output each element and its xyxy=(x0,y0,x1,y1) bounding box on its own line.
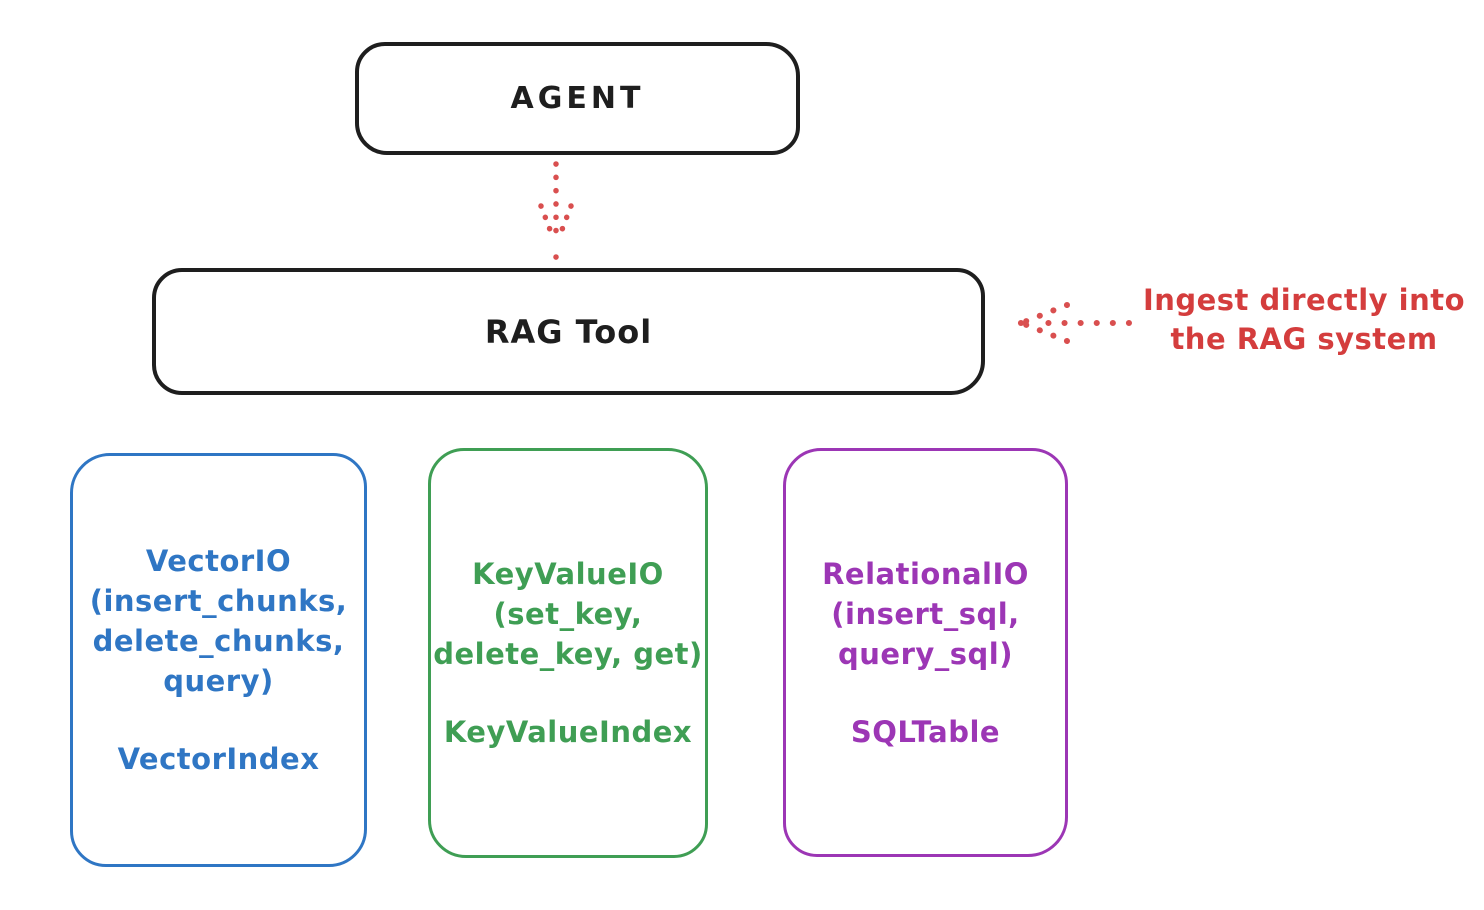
agent-label: AGENT xyxy=(510,81,645,116)
keyvalue-io-methods-line1: (set_key, xyxy=(493,597,643,631)
ingest-arrow-icon xyxy=(1017,302,1132,344)
relational-io-methods-line1: (insert_sql, xyxy=(831,596,1020,631)
relational-io-node: RelationalIO (insert_sql, query_sql) SQL… xyxy=(783,448,1068,857)
rag-tool-node: RAG Tool xyxy=(152,268,985,395)
vector-io-methods-line2: delete_chunks, xyxy=(92,624,345,658)
keyvalue-index-label: KeyValueIndex xyxy=(443,715,693,749)
rag-tool-label: RAG Tool xyxy=(484,312,653,351)
vector-index-label: VectorIndex xyxy=(117,742,320,776)
vector-io-node: VectorIO (insert_chunks, delete_chunks, … xyxy=(70,453,367,867)
keyvalue-io-title: KeyValueIO xyxy=(472,557,664,591)
vector-io-methods-line1: (insert_chunks, xyxy=(89,584,348,618)
ingest-annotation: Ingest directly into the RAG system xyxy=(1138,281,1470,359)
ingest-annotation-line2: the RAG system xyxy=(1170,322,1438,356)
vector-io-methods-line3: query) xyxy=(163,664,274,698)
vector-io-title: VectorIO xyxy=(145,544,292,578)
sql-table-label: SQLTable xyxy=(850,714,1001,749)
keyvalue-io-node: KeyValueIO (set_key, delete_key, get) Ke… xyxy=(428,448,708,858)
relational-io-title: RelationalIO xyxy=(822,556,1029,591)
agent-node: AGENT xyxy=(355,42,800,155)
agent-to-rag-arrow-icon xyxy=(538,161,574,260)
relational-io-methods-line2: query_sql) xyxy=(838,636,1013,671)
keyvalue-io-methods-line2: delete_key, get) xyxy=(433,637,703,671)
ingest-annotation-line1: Ingest directly into xyxy=(1142,283,1466,317)
